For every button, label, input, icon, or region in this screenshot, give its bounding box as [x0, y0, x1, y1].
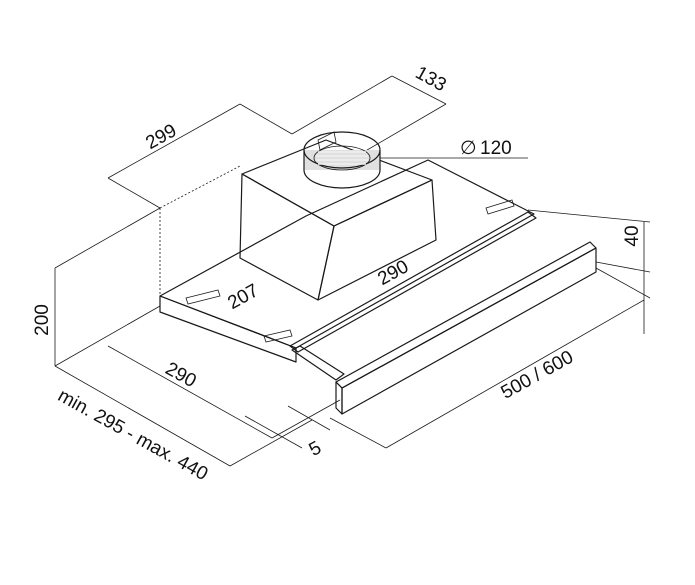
dim-panel-thickness: 5 — [306, 437, 325, 460]
hidden-edges — [159, 165, 241, 296]
base-plate-side — [159, 295, 297, 363]
visor-front — [335, 381, 343, 415]
filter-latch-right — [263, 329, 293, 343]
dim-width: 500 / 600 — [498, 347, 577, 404]
motor-housing-right — [317, 179, 437, 301]
diameter-value: 120 — [480, 138, 512, 159]
dim-duct-diameter: ∅ 120 — [460, 138, 512, 159]
filter-latch-left — [185, 289, 221, 305]
dim-motor-depth: 290 — [374, 256, 412, 290]
dim-motor-width: 290 — [162, 358, 200, 392]
dim-duct-offset: 133 — [412, 62, 450, 96]
telescopic-slide-top — [289, 211, 537, 353]
dim-front-inset: 207 — [224, 280, 262, 314]
dim-height: 200 — [32, 304, 53, 336]
duct-collar — [303, 131, 381, 189]
filter-latch-back — [485, 199, 515, 215]
dimension-lines — [54, 75, 651, 467]
visor-face — [341, 247, 597, 415]
telescopic-slide-front — [291, 345, 345, 381]
hood-body — [159, 131, 597, 415]
dim-visor-height: 40 — [622, 225, 643, 246]
motor-housing-left — [239, 173, 335, 301]
dim-cutout-range: min. 295 - max. 440 — [54, 385, 211, 485]
dim-depth-top: 299 — [142, 120, 180, 154]
diameter-symbol: ∅ — [460, 138, 477, 159]
